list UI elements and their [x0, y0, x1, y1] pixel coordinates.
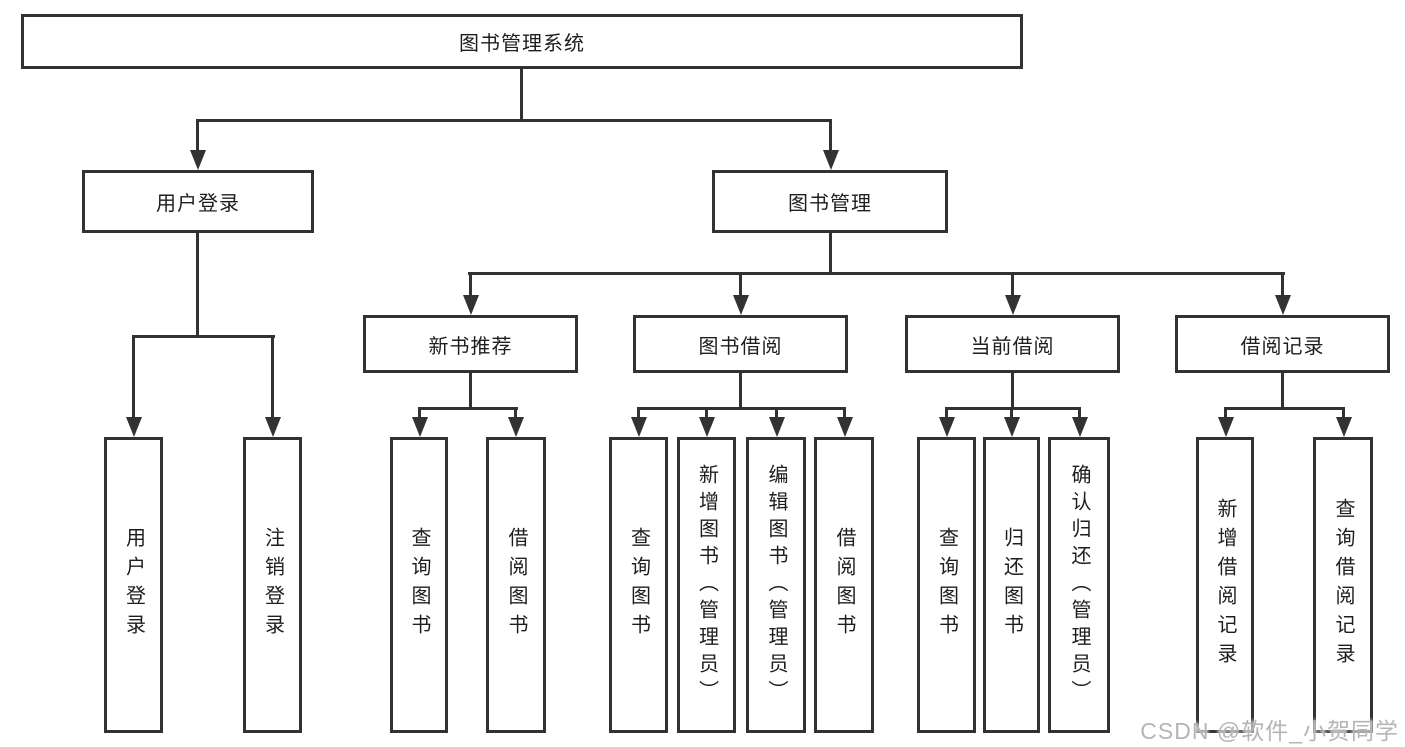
leaf-query-book-rec: 查询图书	[390, 437, 448, 733]
leaf-query-book-current: 查询图书	[917, 437, 976, 733]
connector-vline-new-book-rec	[469, 370, 472, 410]
leaf-borrow-book-rec-label: 借阅图书	[505, 527, 527, 643]
node-borrow-record: 借阅记录	[1175, 315, 1390, 373]
leaf-logout: 注销登录	[243, 437, 302, 733]
connector-vline-user-login	[196, 230, 199, 338]
node-book-mgmt: 图书管理	[712, 170, 948, 233]
node-new-book-rec: 新书推荐	[363, 315, 578, 373]
leaf-user-login-label: 用户登录	[122, 527, 145, 643]
leaf-add-book-admin: 新增图书（管理员）	[677, 437, 736, 733]
arrow-down-leaf-add-borrow-record	[1224, 407, 1227, 417]
arrow-down-leaf-add-book	[705, 407, 708, 417]
leaf-query-book-borrow-label: 查询图书	[627, 527, 650, 643]
arrow-down-current-borrow	[1011, 272, 1014, 295]
node-root-label: 图书管理系统	[459, 33, 585, 55]
leaf-edit-book-admin-label: 编辑图书（管理员）	[765, 463, 787, 707]
arrow-down-leaf-query-borrow-record	[1342, 407, 1345, 417]
connector-hline-current-borrow-group	[945, 407, 1081, 410]
leaf-query-book-rec-label: 查询图书	[408, 527, 430, 643]
connector-hline-level2	[196, 119, 832, 122]
arrow-down-leaf-borrow-book	[843, 407, 846, 417]
connector-hline-borrow-record-group	[1224, 407, 1345, 410]
leaf-borrow-book-rec: 借阅图书	[486, 437, 546, 733]
connector-vline-book-borrow	[739, 370, 742, 410]
leaf-query-borrow-record: 查询借阅记录	[1313, 437, 1373, 733]
arrow-down-book-mgmt	[829, 119, 832, 150]
node-new-book-rec-label: 新书推荐	[428, 335, 513, 358]
arrow-down-leaf-logout	[271, 335, 274, 417]
connector-hline-new-book-rec-group	[418, 407, 518, 410]
connector-vline-current-borrow	[1011, 370, 1014, 410]
node-root: 图书管理系统	[21, 14, 1023, 69]
connector-hline-level3	[468, 272, 1285, 275]
node-book-mgmt-label: 图书管理	[788, 193, 872, 215]
node-current-borrow: 当前借阅	[905, 315, 1120, 373]
leaf-confirm-return-admin-label: 确认归还（管理员）	[1068, 463, 1090, 707]
leaf-add-borrow-record: 新增借阅记录	[1196, 437, 1254, 733]
node-borrow-record-label: 借阅记录	[1240, 335, 1325, 358]
arrow-down-leaf-query-book-borrow	[637, 407, 640, 417]
arrow-down-user-login	[196, 119, 199, 150]
arrow-down-borrow-record	[1281, 272, 1284, 295]
connector-vline-borrow-record	[1281, 370, 1284, 410]
node-current-borrow-label: 当前借阅	[970, 335, 1055, 358]
leaf-return-book-label: 归还图书	[1000, 527, 1023, 643]
arrow-down-leaf-query-book-current	[945, 407, 948, 417]
connector-vline-book-mgmt	[829, 230, 832, 275]
leaf-query-book-current-label: 查询图书	[935, 527, 958, 643]
connector-hline-user-login-group	[132, 335, 275, 338]
arrow-down-new-book-rec	[469, 272, 472, 295]
node-user-login: 用户登录	[82, 170, 314, 233]
leaf-edit-book-admin: 编辑图书（管理员）	[746, 437, 806, 733]
leaf-borrow-book-label: 借阅图书	[833, 527, 855, 643]
connector-hline-book-borrow-group	[637, 407, 846, 410]
node-book-borrow-label: 图书借阅	[698, 335, 783, 358]
arrow-down-leaf-query-book-rec	[418, 407, 421, 417]
csdn-watermark: CSDN @软件_小贺同学	[1140, 718, 1399, 744]
node-book-borrow: 图书借阅	[633, 315, 848, 373]
connector-vline-root	[520, 66, 523, 122]
leaf-query-book-borrow: 查询图书	[609, 437, 668, 733]
arrow-down-leaf-return-book	[1010, 407, 1013, 417]
arrow-down-leaf-confirm-return	[1078, 407, 1081, 417]
leaf-add-borrow-record-label: 新增借阅记录	[1214, 498, 1236, 672]
leaf-query-borrow-record-label: 查询借阅记录	[1332, 498, 1354, 672]
leaf-user-login: 用户登录	[104, 437, 163, 733]
leaf-add-book-admin-label: 新增图书（管理员）	[695, 463, 718, 707]
arrow-down-leaf-borrow-book-rec	[514, 407, 517, 417]
leaf-logout-label: 注销登录	[261, 527, 284, 643]
arrow-down-book-borrow	[739, 272, 742, 295]
leaf-borrow-book: 借阅图书	[814, 437, 874, 733]
node-user-login-label: 用户登录	[156, 193, 240, 215]
leaf-return-book: 归还图书	[983, 437, 1040, 733]
arrow-down-leaf-user-login	[132, 335, 135, 417]
arrow-down-leaf-edit-book	[775, 407, 778, 417]
leaf-confirm-return-admin: 确认归还（管理员）	[1048, 437, 1110, 733]
